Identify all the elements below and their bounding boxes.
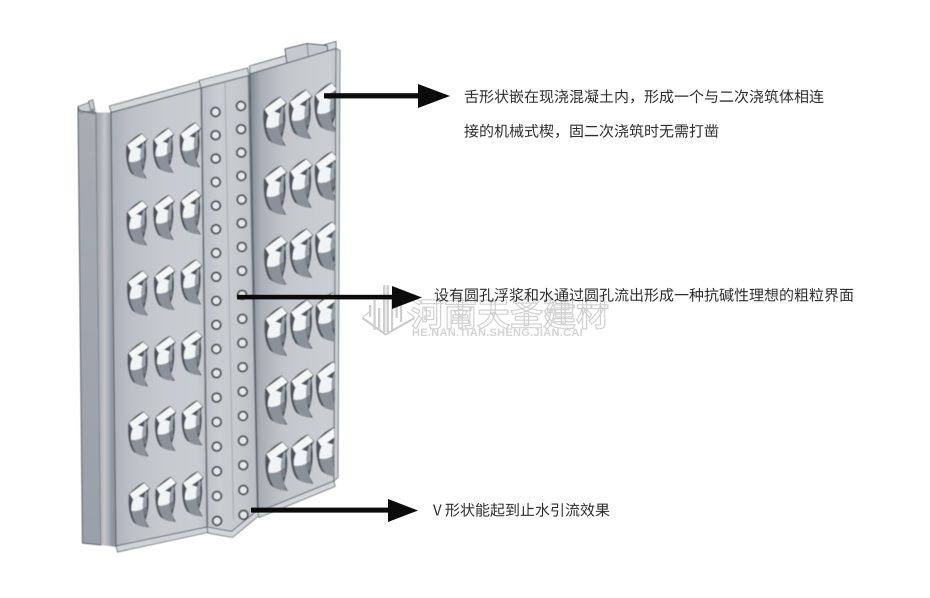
svg-text:HE.NAN.TIAN.SHENG.JIAN.CAI: HE.NAN.TIAN.SHENG.JIAN.CAI xyxy=(412,327,583,339)
